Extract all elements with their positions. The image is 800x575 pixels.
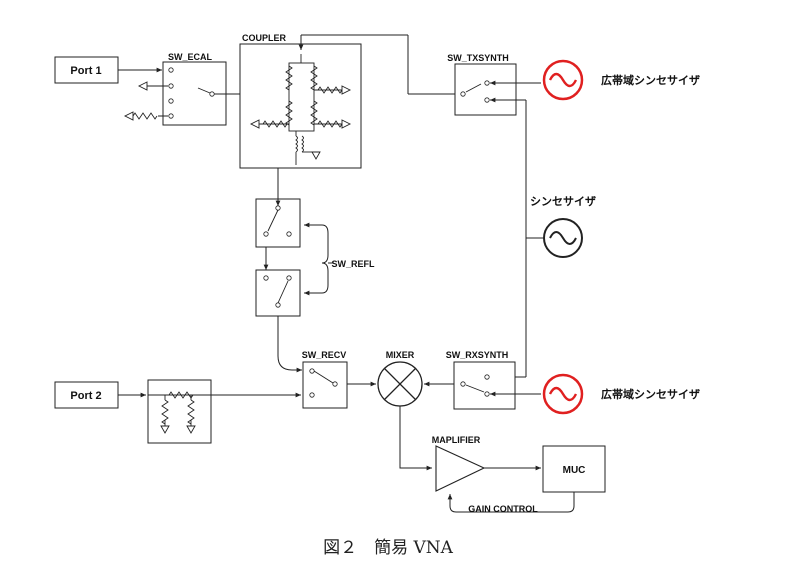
port2-label: Port 2 — [70, 390, 101, 402]
gain-control-label: GAIN CONTROL — [468, 504, 538, 514]
mixer-x-icon — [377, 361, 423, 407]
coupler-block: COUPLER — [239, 33, 362, 169]
muc-block: MUC — [542, 445, 606, 493]
sw-rxsynth-block: SW_RXSYNTH — [446, 350, 516, 410]
sine-source-icon — [543, 218, 583, 258]
wideband-synth-top-label: 広帯域シンセサイザ — [601, 73, 700, 87]
amplifier-block: MAPLIFIER — [432, 435, 486, 492]
sine-source-icon — [542, 373, 584, 415]
sw-recv-label: SW_RECV — [302, 350, 347, 360]
sw-recv-block: SW_RECV — [302, 350, 348, 409]
sw-txsynth-block: SW_TXSYNTH — [447, 53, 517, 116]
port1-label: Port 1 — [70, 65, 101, 77]
sw-txsynth-label: SW_TXSYNTH — [447, 53, 509, 63]
synth-mid-label: シンセサイザ — [530, 195, 596, 208]
wideband-synth-top: 広帯域シンセサイザ — [542, 59, 700, 101]
triangle-amplifier-icon — [435, 445, 486, 492]
figure-caption: 図２ 簡易 VNA — [323, 538, 454, 558]
muc-label: MUC — [563, 465, 586, 476]
sw-refl-label: SW_REFL — [331, 259, 375, 269]
sw-refl-bottom — [255, 269, 301, 317]
attenuator-block — [147, 379, 212, 444]
port1-block: Port 1 — [54, 56, 119, 84]
sw-ecal-block: SW_ECAL — [162, 52, 227, 126]
wideband-synth-bottom: 広帯域シンセサイザ — [542, 373, 700, 415]
sw-refl-top — [255, 198, 301, 248]
mixer-label: MIXER — [386, 350, 415, 360]
port2-block: Port 2 — [54, 381, 119, 409]
sw-ecal-label: SW_ECAL — [168, 52, 213, 62]
coupler-label: COUPLER — [242, 33, 287, 43]
amplifier-label: MAPLIFIER — [432, 435, 481, 445]
mixer-block: MIXER — [377, 350, 423, 407]
synth-mid: シンセサイザ — [530, 195, 596, 258]
wideband-synth-bottom-label: 広帯域シンセサイザ — [601, 387, 700, 401]
sine-source-icon — [542, 59, 584, 101]
sw-rxsynth-label: SW_RXSYNTH — [446, 350, 509, 360]
